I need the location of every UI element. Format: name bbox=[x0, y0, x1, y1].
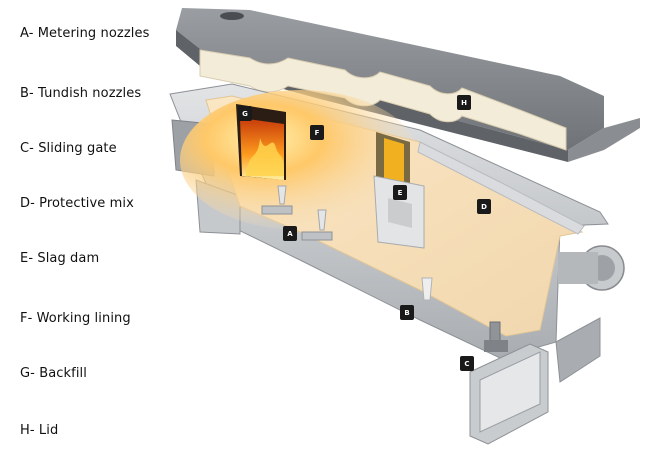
callout-h-label: H bbox=[461, 99, 467, 107]
trunnion-arm bbox=[558, 252, 598, 284]
callout-b: B bbox=[400, 305, 414, 320]
callout-b-label: B bbox=[404, 309, 409, 317]
legend-item-g: G- Backfill bbox=[20, 366, 87, 381]
callout-c-badge bbox=[460, 356, 474, 371]
legend-item-f: F- Working lining bbox=[20, 311, 131, 326]
callout-a-badge bbox=[283, 226, 297, 241]
callout-b-badge bbox=[400, 305, 414, 320]
callout-h: H bbox=[457, 95, 471, 110]
callout-e: E bbox=[393, 185, 407, 200]
legend-item-c: C- Sliding gate bbox=[20, 141, 117, 156]
callout-a-label: A bbox=[287, 230, 293, 238]
callout-a: A bbox=[283, 226, 297, 241]
legend-item-h: H- Lid bbox=[20, 423, 59, 438]
tundish-nozzle bbox=[421, 277, 433, 301]
backfill bbox=[236, 104, 286, 180]
callout-f: F bbox=[310, 125, 324, 140]
right-leg bbox=[555, 317, 601, 383]
legend-item-b: B- Tundish nozzles bbox=[20, 86, 142, 101]
legend-item-d: D- Protective mix bbox=[20, 196, 134, 211]
lid-hole bbox=[220, 12, 244, 20]
callout-c: C bbox=[460, 356, 474, 371]
legend-item-a: A- Metering nozzles bbox=[20, 26, 150, 41]
nozzles bbox=[261, 185, 508, 352]
callout-f-label: F bbox=[315, 129, 320, 137]
flame-core bbox=[246, 138, 284, 176]
slag-dam-slot bbox=[388, 198, 412, 228]
protective-mix bbox=[417, 141, 585, 235]
lid-tail bbox=[568, 118, 640, 162]
callout-c-label: C bbox=[464, 360, 469, 368]
lid bbox=[176, 8, 640, 162]
lid-edge bbox=[176, 30, 568, 162]
callout-h-badge bbox=[457, 95, 471, 110]
callout-g-label: G bbox=[242, 110, 248, 118]
callout-d: D bbox=[477, 199, 491, 214]
lid-insulation bbox=[199, 49, 567, 151]
callout-d-label: D bbox=[481, 203, 487, 211]
front-leg-panel bbox=[479, 351, 541, 433]
metering-nozzle-1 bbox=[277, 185, 287, 205]
sliding-gate-plate bbox=[484, 340, 508, 352]
metering-nozzle-2-base bbox=[301, 231, 333, 241]
legend: A- Metering nozzles B- Tundish nozzles C… bbox=[0, 0, 200, 453]
callout-e-badge bbox=[393, 185, 407, 200]
callout-e-label: E bbox=[398, 189, 403, 197]
metering-nozzle-2 bbox=[317, 209, 327, 231]
callout-f-badge bbox=[310, 125, 324, 140]
callout-g-badge bbox=[238, 106, 252, 121]
legend-item-e: E- Slag dam bbox=[20, 251, 100, 266]
callout-d-badge bbox=[477, 199, 491, 214]
metering-nozzle-1-base bbox=[261, 205, 293, 215]
callout-g: G bbox=[238, 106, 252, 121]
